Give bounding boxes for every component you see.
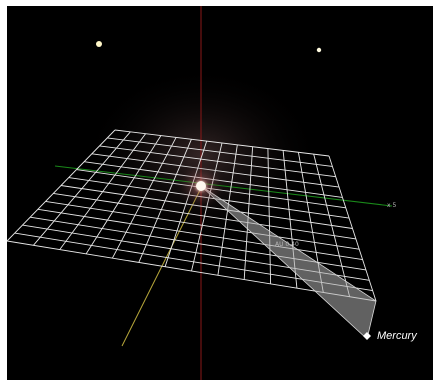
mercury-marker[interactable] xyxy=(363,332,371,340)
scene-canvas xyxy=(7,6,393,380)
y-axis xyxy=(121,187,202,347)
x-axis-label: x 5 xyxy=(387,202,397,209)
distance-label: AU 0.40 xyxy=(275,241,299,248)
orbit-sweep-wedge xyxy=(200,185,377,340)
distant-star xyxy=(316,47,322,53)
distant-star xyxy=(96,41,102,47)
mercury-label[interactable]: Mercury xyxy=(377,330,417,342)
grid-line xyxy=(328,155,377,302)
grid-line xyxy=(313,153,351,297)
grid-line xyxy=(53,192,356,240)
grid-line xyxy=(243,146,254,280)
grid-line xyxy=(267,148,272,284)
grid-line xyxy=(45,200,360,250)
solar-system-3d-view[interactable]: x 5 AU 0.40 Mercury xyxy=(7,6,433,380)
grid-line xyxy=(37,208,363,261)
sun-core xyxy=(196,181,206,191)
